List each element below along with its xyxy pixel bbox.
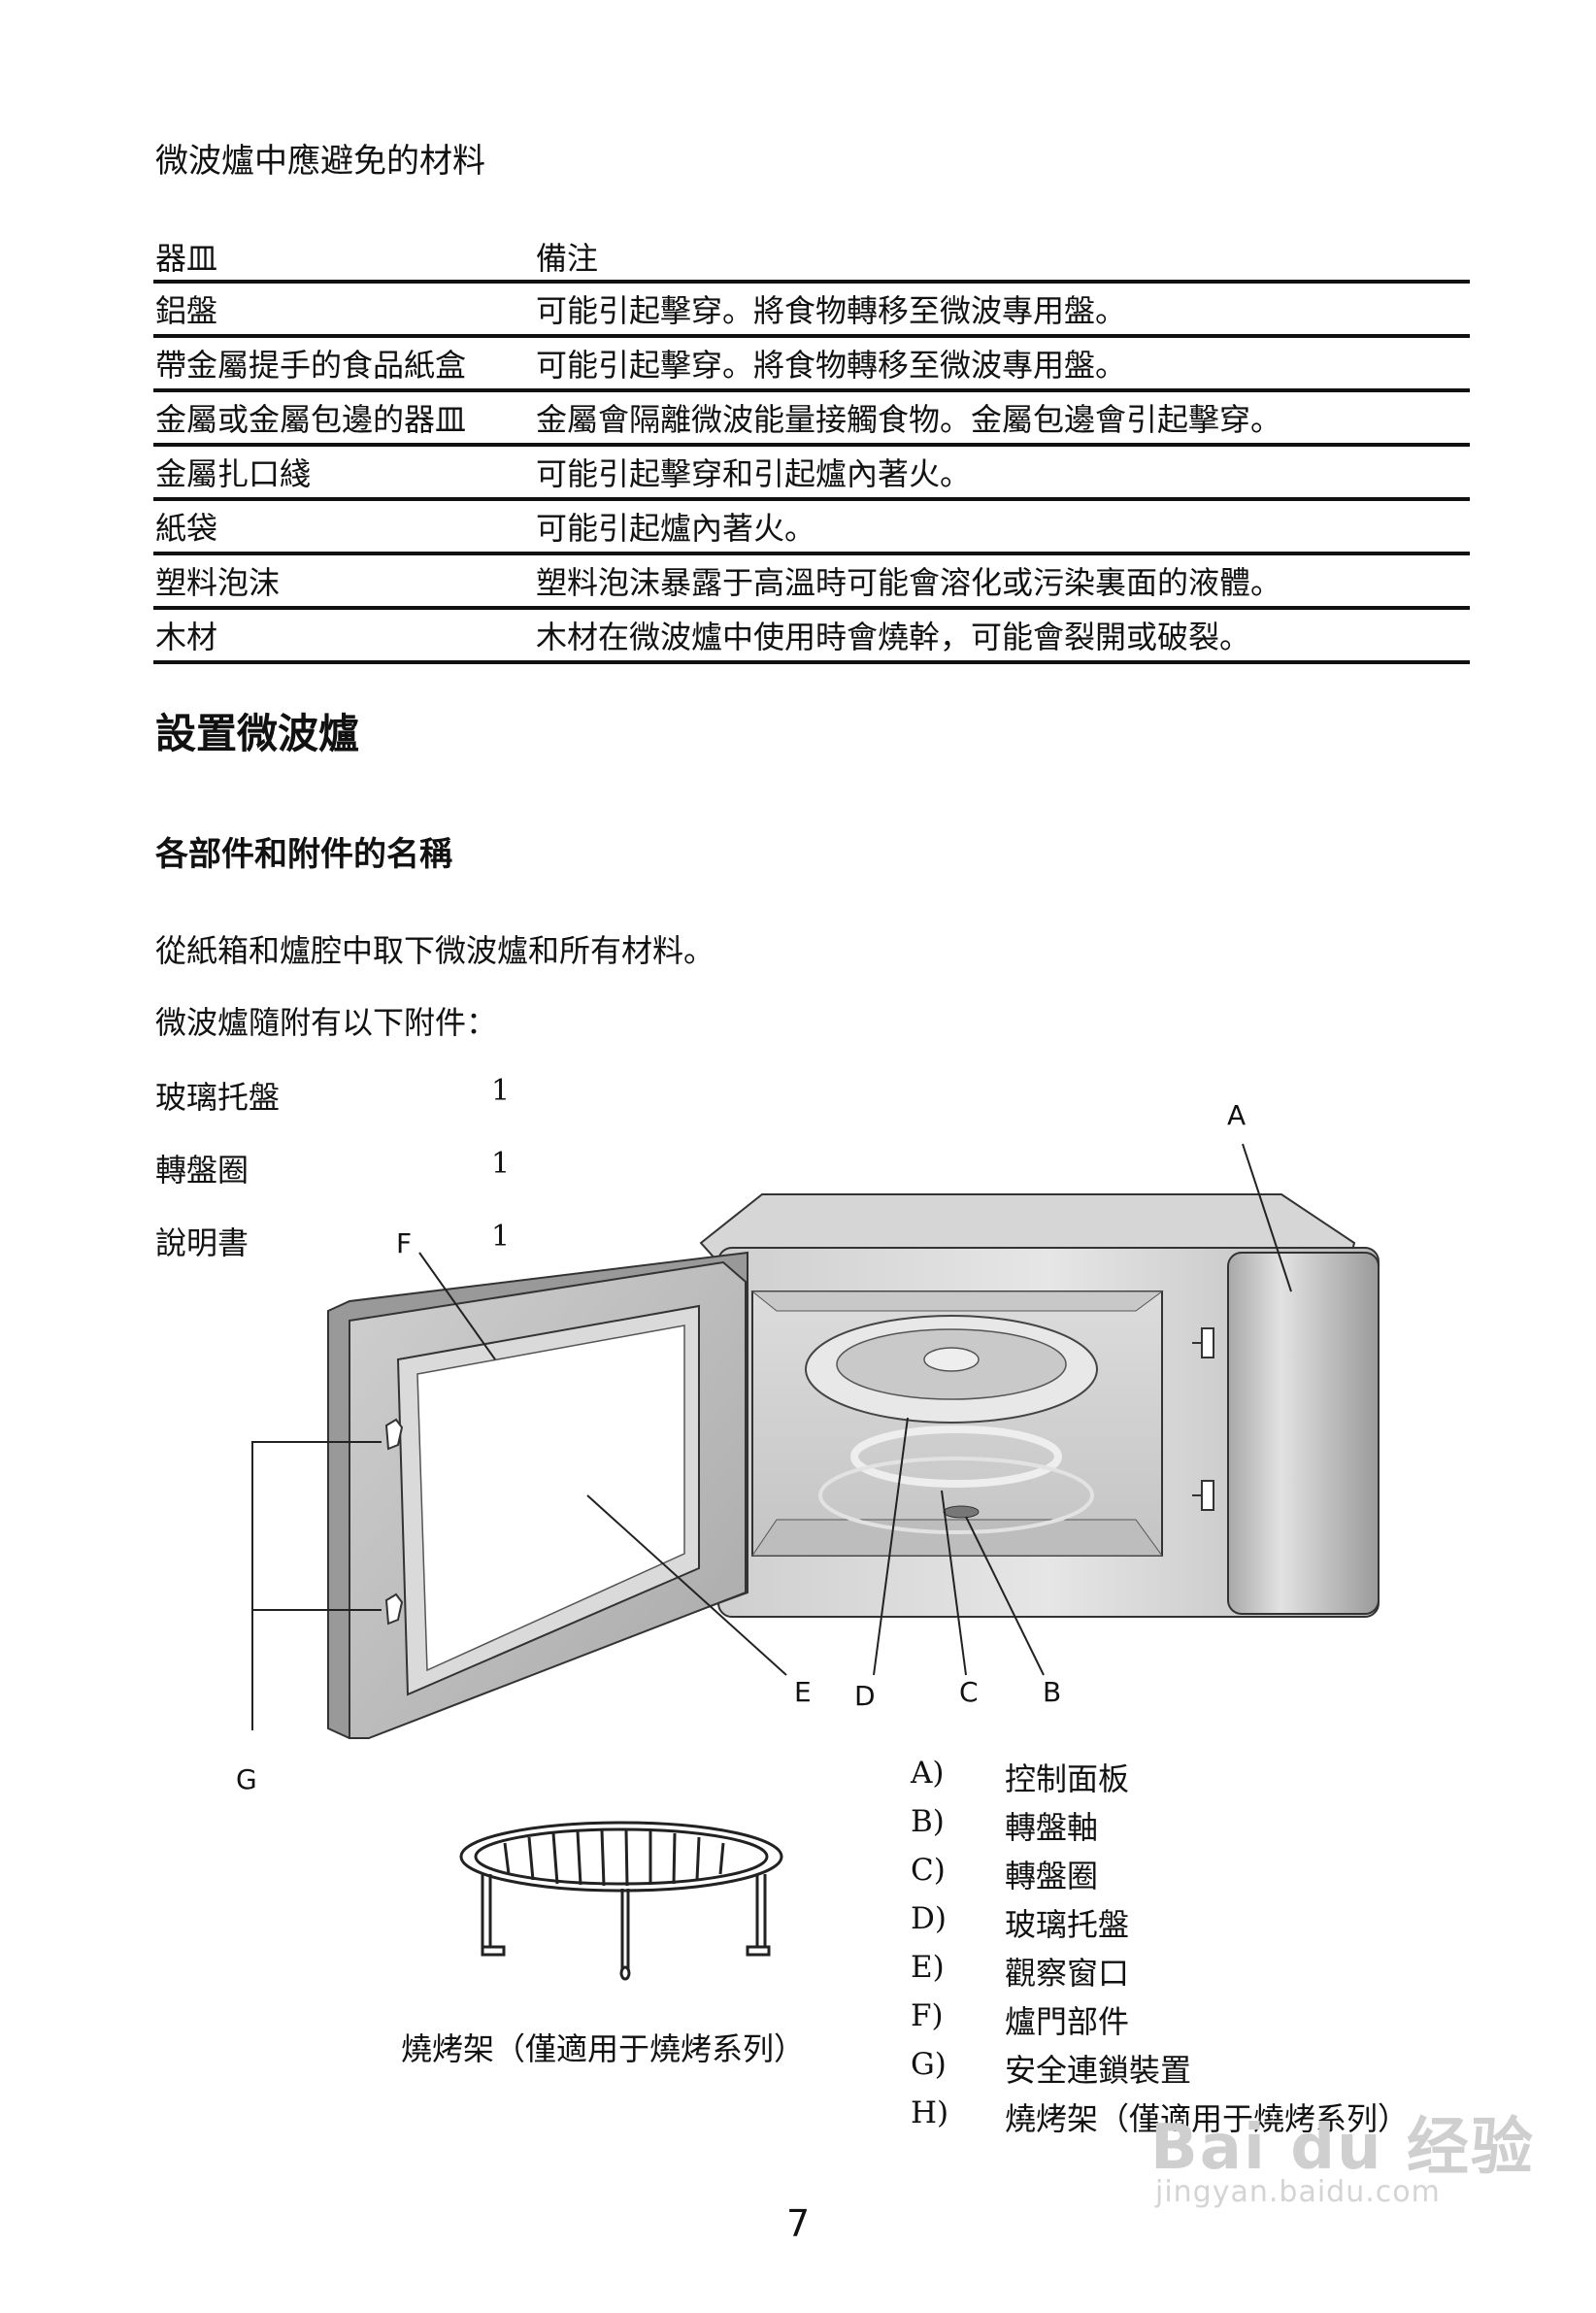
legend-label: 觀察窗口 (1005, 1955, 1130, 1992)
latch-slot (1192, 1480, 1214, 1511)
remarks-cell: 塑料泡沫暴露于高溫時可能會溶化或污染裏面的液體。 (536, 553, 1470, 610)
legend-letter: G) (911, 2047, 947, 2082)
accessories-intro: 微波爐隨附有以下附件： (155, 1004, 498, 1041)
accessory-qty: 1 (491, 1074, 511, 1108)
table-row: 金屬或金屬包邊的器皿 金屬會隔離微波能量接觸食物。金屬包邊會引起擊穿。 (153, 390, 1470, 447)
utensil-cell: 紙袋 (153, 499, 536, 555)
callout-lines (251, 1143, 1292, 1730)
table-row: 塑料泡沫 塑料泡沫暴露于高溫時可能會溶化或污染裏面的液體。 (153, 553, 1470, 610)
utensil-cell: 塑料泡沫 (153, 553, 536, 610)
materials-section-title: 微波爐中應避免的材料 (155, 142, 485, 181)
accessory-qty: 1 (491, 1147, 511, 1181)
legend-label: 爐門部件 (1005, 2003, 1130, 2040)
watermark-brand: Bai du 经验 (1150, 2112, 1535, 2184)
watermark-url: jingyan.baidu.com (1155, 2175, 1441, 2209)
callout-c: C (959, 1676, 979, 1708)
glass-tray (805, 1315, 1098, 1424)
legend-letter: F) (911, 1998, 944, 2033)
grill-rack (459, 1821, 783, 1981)
legend-letter: B) (911, 1804, 945, 1839)
table-row: 紙袋 可能引起爐內著火。 (153, 499, 1470, 555)
accessory-qty: 1 (491, 1220, 511, 1254)
table-row: 鋁盤 可能引起擊穿。將食物轉移至微波專用盤。 (153, 282, 1470, 338)
roller-ring (818, 1425, 1094, 1534)
legend-label: 燒烤架（僅適用于燒烤系列） (1005, 2100, 1410, 2137)
legend-letter: C) (911, 1853, 946, 1888)
materials-table: 器皿 備注 鋁盤 可能引起擊穿。將食物轉移至微波專用盤。 帶金屬提手的食品紙盒 … (153, 233, 1470, 664)
legend-label: 轉盤圈 (1005, 1858, 1099, 1894)
remarks-cell: 可能引起爐內著火。 (536, 499, 1470, 555)
baidu-watermark: Bai du 经验 (1150, 2097, 1535, 2187)
callout-b: B (1043, 1676, 1061, 1708)
remarks-cell: 可能引起擊穿。將食物轉移至微波專用盤。 (536, 336, 1470, 392)
door-latch-hook (384, 1592, 404, 1626)
utensil-cell: 木材 (153, 608, 536, 664)
door-assembly (327, 1251, 748, 1740)
utensil-cell: 金屬或金屬包邊的器皿 (153, 390, 536, 447)
control-panel (1227, 1252, 1380, 1615)
table-row: 木材 木材在微波爐中使用時會燒幹，可能會裂開或破裂。 (153, 608, 1470, 664)
legend-label: 轉盤軸 (1005, 1809, 1099, 1846)
turntable-shaft (943, 1505, 980, 1519)
column-header-utensil: 器皿 (153, 233, 536, 284)
utensil-cell: 帶金屬提手的食品紙盒 (153, 336, 536, 392)
legend-label: 安全連鎖裝置 (1005, 2052, 1192, 2089)
legend-letter: E) (911, 1950, 945, 1985)
table-header-row: 器皿 備注 (153, 233, 1470, 284)
utensil-cell: 鋁盤 (153, 282, 536, 338)
remarks-cell: 木材在微波爐中使用時會燒幹，可能會裂開或破裂。 (536, 608, 1470, 664)
legend-letter: A) (911, 1756, 945, 1791)
accessory-name: 玻璃托盤 (155, 1079, 281, 1116)
callout-a: A (1227, 1099, 1246, 1131)
utensil-cell: 金屬扎口綫 (153, 445, 536, 501)
table-row: 帶金屬提手的食品紙盒 可能引起擊穿。將食物轉移至微波專用盤。 (153, 336, 1470, 392)
unpack-instruction: 從紙箱和爐腔中取下微波爐和所有材料。 (155, 932, 715, 969)
callout-g: G (236, 1763, 257, 1795)
page-number: 7 (786, 2202, 811, 2245)
legend-label: 玻璃托盤 (1005, 1906, 1130, 1943)
setup-heading: 設置微波爐 (155, 710, 360, 757)
remarks-cell: 可能引起擊穿和引起爐內著火。 (536, 445, 1470, 501)
callout-f: F (396, 1227, 412, 1259)
table-row: 金屬扎口綫 可能引起擊穿和引起爐內著火。 (153, 445, 1470, 501)
callout-d: D (854, 1680, 876, 1712)
accessory-name: 說明書 (155, 1224, 249, 1261)
legend-label: 控制面板 (1005, 1760, 1130, 1797)
remarks-cell: 可能引起擊穿。將食物轉移至微波專用盤。 (536, 282, 1470, 338)
parts-heading: 各部件和附件的名稱 (155, 835, 452, 874)
legend-letter: D) (911, 1901, 947, 1936)
remarks-cell: 金屬會隔離微波能量接觸食物。金屬包邊會引起擊穿。 (536, 390, 1470, 447)
latch-slot (1192, 1327, 1214, 1358)
column-header-remarks: 備注 (536, 233, 1470, 284)
callout-e: E (794, 1676, 812, 1708)
legend-letter: H) (911, 2095, 949, 2130)
accessory-name: 轉盤圈 (155, 1152, 249, 1189)
door-latch-hook (384, 1418, 404, 1451)
grill-rack-caption: 燒烤架（僅適用于燒烤系列） (401, 2030, 806, 2067)
